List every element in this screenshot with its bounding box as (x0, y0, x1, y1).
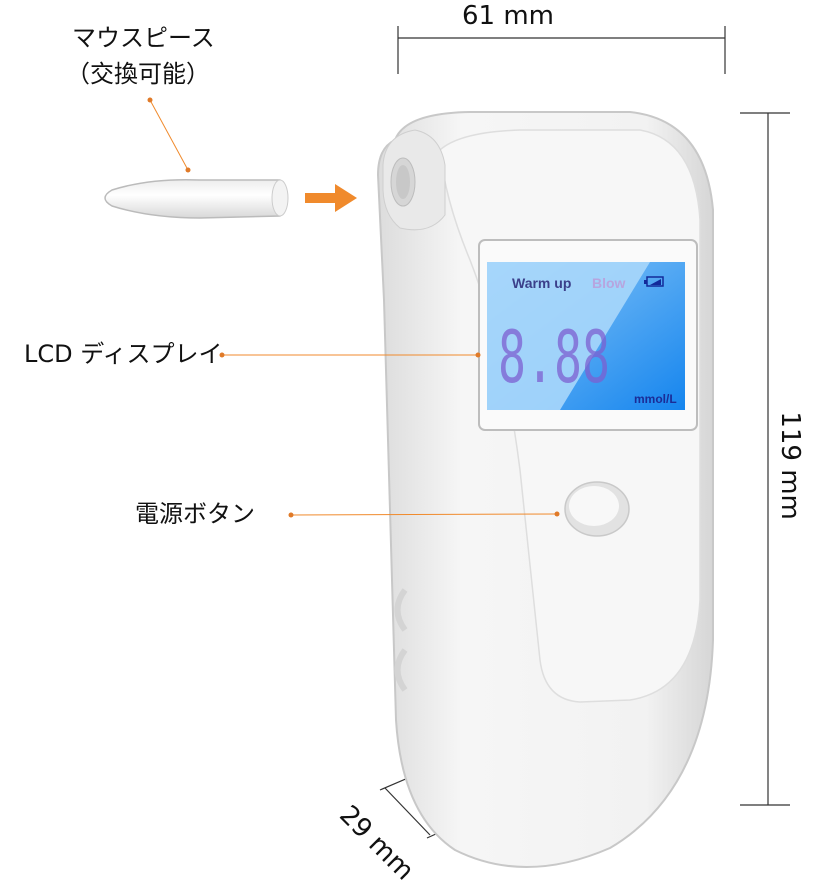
arrow-icon (305, 184, 357, 212)
lcd-label: LCD ディスプレイ (24, 340, 223, 368)
breathalyzer-body (376, 111, 714, 868)
height-dimension-line (740, 112, 790, 806)
width-dimension-line (397, 26, 726, 74)
lcd-reading: 8.88 (498, 315, 610, 399)
lcd-warmup-label: Warm up (512, 275, 571, 291)
lcd-display: Warm up Blow 8.88 mmol/L (487, 262, 685, 410)
mouthpiece-label: マウスピース (72, 24, 215, 52)
height-label: 119 mm (774, 411, 805, 520)
lcd-blow-label: Blow (592, 275, 626, 291)
power-button-label: 電源ボタン (135, 500, 255, 528)
callout-lines (149, 99, 558, 516)
power-button[interactable] (564, 481, 630, 537)
mouthpiece-image (104, 178, 289, 219)
mouthpiece-sublabel: （交換可能） (66, 60, 210, 88)
callout-dots (147, 97, 560, 518)
battery-icon (644, 276, 664, 287)
lcd-unit: mmol/L (634, 392, 677, 406)
width-label: 61 mm (462, 1, 555, 31)
